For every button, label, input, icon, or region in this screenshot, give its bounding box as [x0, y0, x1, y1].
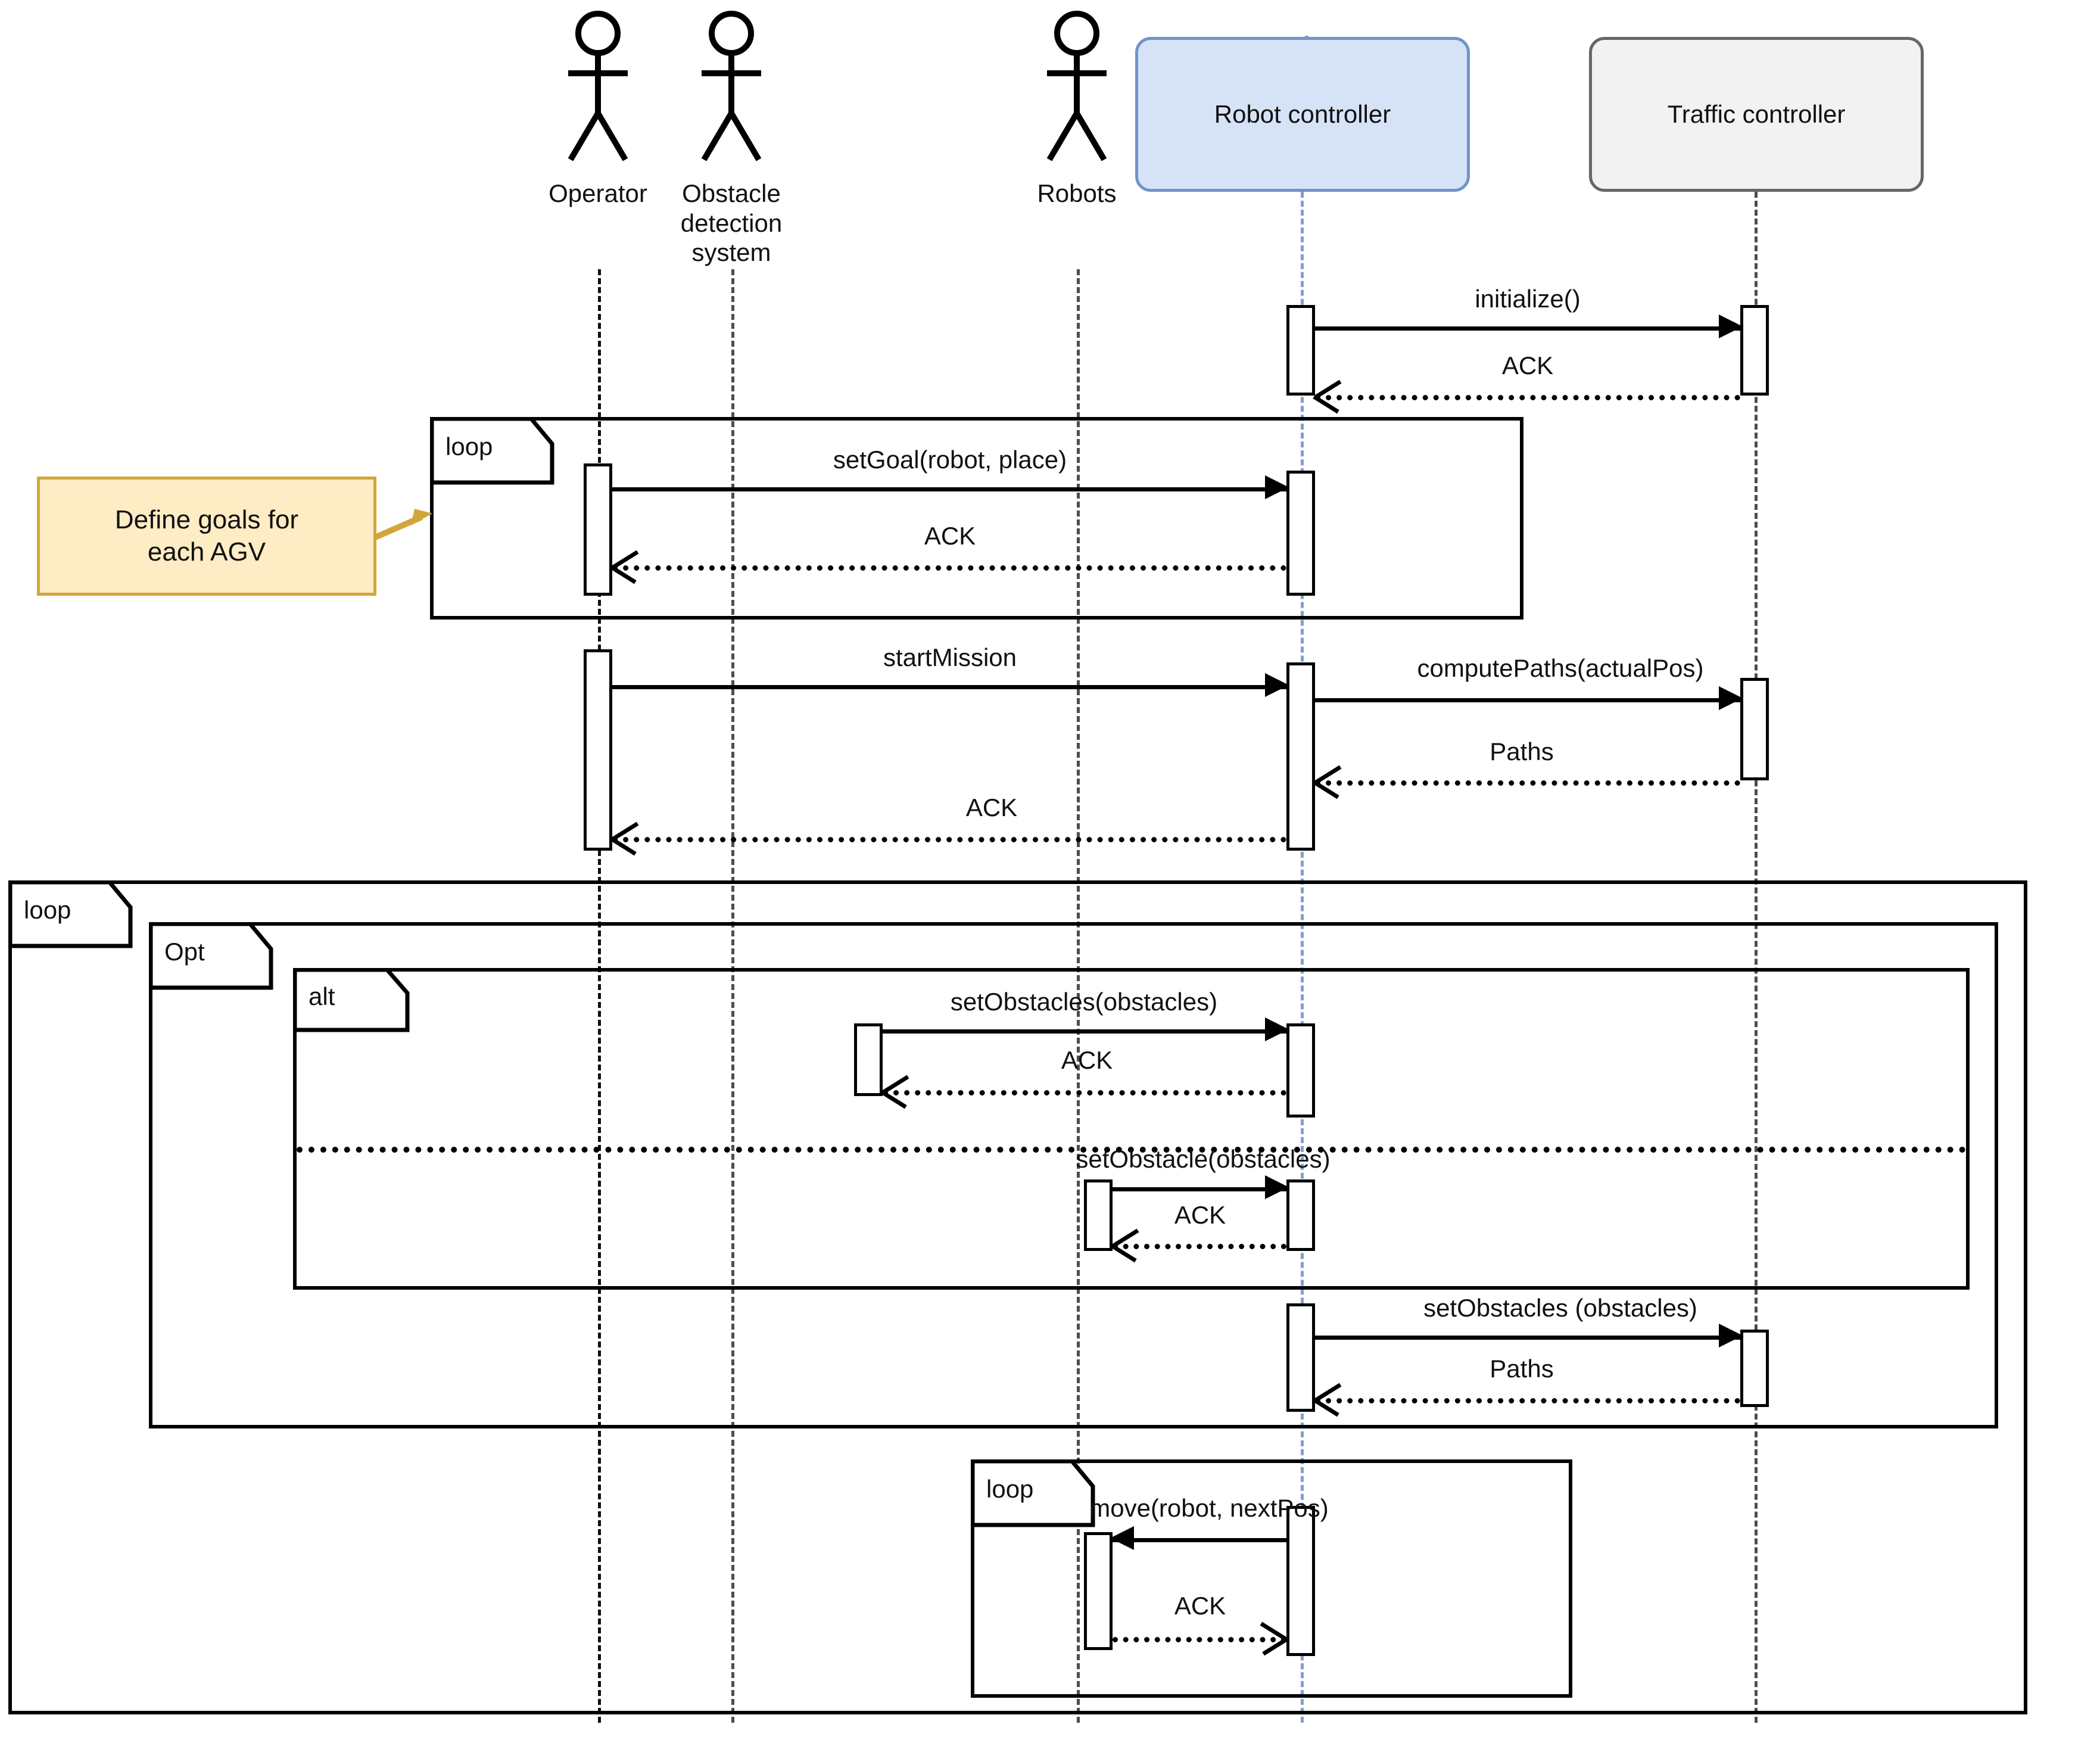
activation-operator-startmission [584, 649, 612, 851]
arrowhead-filled-right [1265, 673, 1289, 697]
message-setobstacle-robots-label: setObstacle(obstacles) [1076, 1145, 1331, 1173]
message-ack-init-label: ACK [1501, 351, 1554, 379]
fragment-loop-move-label: loop [986, 1475, 1034, 1503]
message-setgoal-line [612, 487, 1286, 491]
actor-obstacle-detection-system-label: Obstacle detection system [680, 179, 783, 267]
fragment-opt-label: Opt [164, 938, 205, 966]
message-setobstacle-robots-line [1113, 1187, 1286, 1191]
message-ack-mission-label: ACK [965, 793, 1018, 821]
fragment-opt [149, 922, 1998, 1428]
actor-operator-label: Operator [549, 179, 647, 207]
activation-traffic-controller-setobst [1740, 1330, 1769, 1407]
activation-robot-controller-setobst-tc [1286, 1303, 1315, 1412]
message-ack-obstacles-line [883, 1090, 1286, 1095]
participant-traffic-controller-label: Traffic controller [1667, 100, 1846, 128]
message-startmission-label: startMission [883, 643, 1017, 671]
message-move-line [1113, 1538, 1286, 1542]
message-ack-setgoal-line [612, 565, 1286, 571]
activation-operator-setgoal [584, 463, 612, 596]
message-ack-move-label: ACK [1174, 1592, 1226, 1620]
fragment-loop-outer-tag: loop [8, 880, 145, 957]
fragment-opt-tag: Opt [148, 922, 286, 998]
activation-robot-controller-move [1286, 1506, 1315, 1656]
lifeline-obstacle [731, 269, 734, 1723]
message-setobstacles-traffic-label: setObstacles (obstacles) [1423, 1294, 1697, 1322]
lifeline-operator [598, 269, 601, 1723]
message-computepaths-line [1315, 698, 1740, 702]
message-paths-2-label: Paths [1490, 1355, 1554, 1383]
arrowhead-filled-right [1719, 315, 1743, 338]
message-paths-1-line [1315, 780, 1740, 786]
activation-robot-controller-init [1286, 305, 1315, 396]
message-setgoal-label: setGoal(robot, place) [833, 446, 1067, 474]
fragment-alt [293, 968, 1970, 1290]
arrowhead-filled-right [1265, 1017, 1289, 1041]
message-ack-setobstacle-robots-line [1113, 1244, 1286, 1249]
fragment-loop-move [971, 1459, 1572, 1698]
message-move-label: move(robot, nextPos) [1089, 1494, 1329, 1522]
message-startmission-line [612, 685, 1286, 689]
arrowhead-filled-right [1265, 475, 1289, 499]
message-ack-move-line [1113, 1637, 1286, 1642]
participant-robot-controller-card[interactable]: Robot controller [1135, 37, 1470, 192]
message-initialize-line [1315, 326, 1740, 331]
message-setobstacles-line [883, 1029, 1286, 1034]
activation-robots-move [1084, 1532, 1113, 1650]
lifeline-robot-controller [1301, 192, 1304, 1723]
note-define-goals-text: Define goals for each AGV [114, 505, 299, 567]
arrowhead-filled-right [1719, 686, 1743, 710]
message-paths-1-label: Paths [1490, 737, 1554, 765]
actor-robots [1041, 11, 1113, 178]
activation-robot-controller-obst-a [1286, 1023, 1315, 1118]
lifeline-traffic-controller [1755, 192, 1758, 1723]
participant-robot-controller-label: Robot controller [1214, 100, 1391, 128]
fragment-alt-label: alt [309, 982, 335, 1010]
activation-traffic-controller-paths [1740, 678, 1769, 780]
activation-robot-controller-setgoal [1286, 471, 1315, 596]
activation-robot-controller-obst-b [1286, 1179, 1315, 1251]
actor-operator [562, 11, 634, 178]
fragment-loop-define-goals-tag: loop [429, 416, 567, 493]
fragment-loop-define-goals-label: loop [445, 432, 493, 460]
message-ack-obstacles-label: ACK [1061, 1046, 1113, 1074]
message-ack-setobstacle-robots-label: ACK [1174, 1201, 1226, 1229]
message-setobstacles-label: setObstacles(obstacles) [950, 988, 1218, 1016]
fragment-loop-outer-label: loop [24, 896, 71, 924]
message-ack-init-line [1315, 395, 1740, 400]
activation-robot-controller-mission [1286, 662, 1315, 851]
message-ack-setgoal-label: ACK [924, 522, 976, 550]
message-initialize-label: initialize() [1475, 285, 1581, 313]
message-setobstacles-traffic-line [1315, 1336, 1740, 1340]
activation-obstacle-setobstacles [854, 1023, 883, 1096]
lifeline-robots [1077, 269, 1080, 1723]
activation-robots-setobstacle [1084, 1179, 1113, 1251]
note-connector-arrow [374, 488, 447, 563]
note-define-goals: Define goals for each AGV [37, 477, 376, 596]
fragment-loop-define-goals [430, 417, 1523, 620]
fragment-loop-move-tag: loop [970, 1459, 1108, 1536]
actor-robots-label: Robots [1037, 179, 1117, 207]
actor-obstacle-detection-system [696, 11, 767, 178]
arrowhead-filled-left [1110, 1526, 1134, 1550]
activation-traffic-controller-init [1740, 305, 1769, 396]
arrowhead-filled-right [1719, 1324, 1743, 1347]
participant-traffic-controller-card[interactable]: Traffic controller [1589, 37, 1924, 192]
alt-branch-divider [297, 1147, 1966, 1153]
message-ack-mission-line [612, 837, 1286, 842]
fragment-loop-outer [8, 880, 2027, 1714]
arrowhead-filled-right [1265, 1175, 1289, 1199]
message-paths-2-line [1315, 1398, 1740, 1403]
message-computepaths-label: computePaths(actualPos) [1417, 654, 1704, 682]
fragment-alt-tag: alt [292, 967, 421, 1041]
